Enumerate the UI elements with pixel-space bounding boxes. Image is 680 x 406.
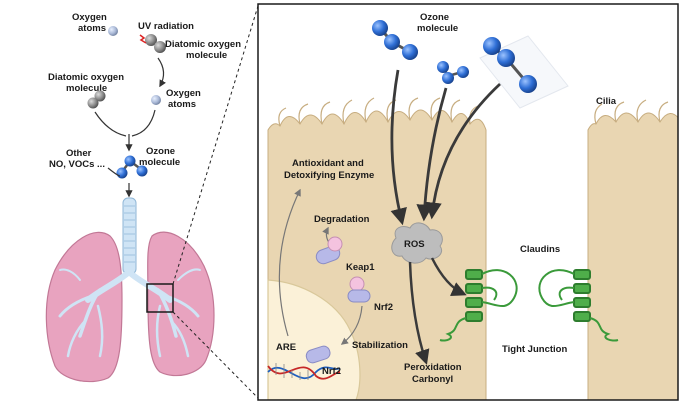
label-oxygen-atoms-mid: Oxygen atoms — [166, 88, 204, 110]
dna-helix-icon — [267, 363, 341, 380]
label-keap1: Keap1 — [346, 262, 375, 273]
trachea — [122, 197, 137, 275]
ozone-molecule-icon — [483, 37, 537, 93]
label-tight-junction: Tight Junction — [502, 344, 567, 355]
atmospheric-chemistry-panel: Oxygen atoms UV radiation Diatomic oxyge… — [48, 12, 244, 198]
keap1-nrf2-complex — [315, 236, 343, 265]
label-are: ARE — [276, 342, 296, 353]
diatomic-oxygen-icon — [145, 34, 166, 53]
claudin-left — [439, 269, 518, 342]
arrow-are-to-enzyme — [278, 188, 301, 337]
lungs-illustration — [45, 197, 215, 383]
arrow-ozone-to-ros-1 — [390, 69, 407, 226]
left-lung — [45, 231, 123, 383]
label-nrf2-nucleus: Nrf2 — [322, 366, 341, 377]
diatomic-oxygen-icon — [87, 90, 106, 109]
zoom-panel-border — [257, 3, 679, 401]
zoom-line-bottom — [172, 311, 259, 399]
label-stabilization: Stabilization — [352, 340, 408, 351]
airway-epithelium-panel — [267, 97, 678, 400]
label-antioxidant-enzyme: Antioxidant and Detoxifying Enzyme — [284, 158, 374, 181]
label-ozone-molecule-top: Ozone molecule — [417, 12, 458, 34]
label-nrf2-cytoplasm: Nrf2 — [374, 302, 393, 313]
keap1-protein-icon — [349, 276, 365, 292]
label-peroxidation-carbonyl: Peroxidation Carbonyl — [404, 362, 464, 385]
zoom-region-box — [146, 283, 174, 313]
oxygen-atom-icon — [108, 26, 118, 36]
cilia-strands — [278, 97, 669, 127]
ozone-molecule-icon — [372, 20, 418, 60]
label-other-pollutants: Other NO, VOCs ... — [49, 148, 105, 170]
label-diatomic-oxygen-left: Diatomic oxygen molecule — [48, 72, 127, 94]
arrow-merge-right — [131, 109, 156, 137]
ros-cloud — [391, 222, 443, 264]
ozone-molecules-cluster: Ozone molecule — [372, 12, 569, 109]
oxygen-atom-icon — [151, 95, 161, 105]
arrow-o2-to-atoms — [157, 57, 166, 88]
keap1-protein-icon — [327, 236, 343, 252]
arrow-other-pollutants — [107, 167, 121, 177]
nrf2-protein-icon — [347, 289, 371, 303]
label-ozone-molecule-left: Ozone molecule — [139, 146, 180, 168]
label-cilia: Cilia — [596, 96, 617, 107]
arrow-merge-left — [94, 111, 127, 137]
label-uv-radiation: UV radiation — [138, 21, 194, 32]
arrow-ros-to-junction — [430, 257, 467, 296]
label-oxygen-atoms-top: Oxygen atoms — [72, 12, 110, 34]
arrow-ros-to-peroxidation — [408, 261, 430, 365]
claudin-right — [538, 269, 619, 342]
arrow-stabilization — [340, 305, 363, 345]
ozone-molecule-icon — [116, 155, 148, 179]
uv-zigzag-icon — [139, 34, 147, 44]
label-ros: ROS — [404, 239, 425, 250]
label-diatomic-oxygen-right: Diatomic oxygen molecule — [165, 39, 244, 61]
arrow-ozone-to-ros-3 — [425, 82, 501, 220]
label-degradation: Degradation — [314, 214, 370, 225]
label-claudins: Claudins — [520, 244, 560, 255]
ozone-molecule-icon — [437, 61, 469, 84]
epithelial-cell-right — [587, 112, 678, 400]
nrf2-protein-icon — [305, 345, 331, 364]
zoom-line-top — [172, 5, 259, 285]
